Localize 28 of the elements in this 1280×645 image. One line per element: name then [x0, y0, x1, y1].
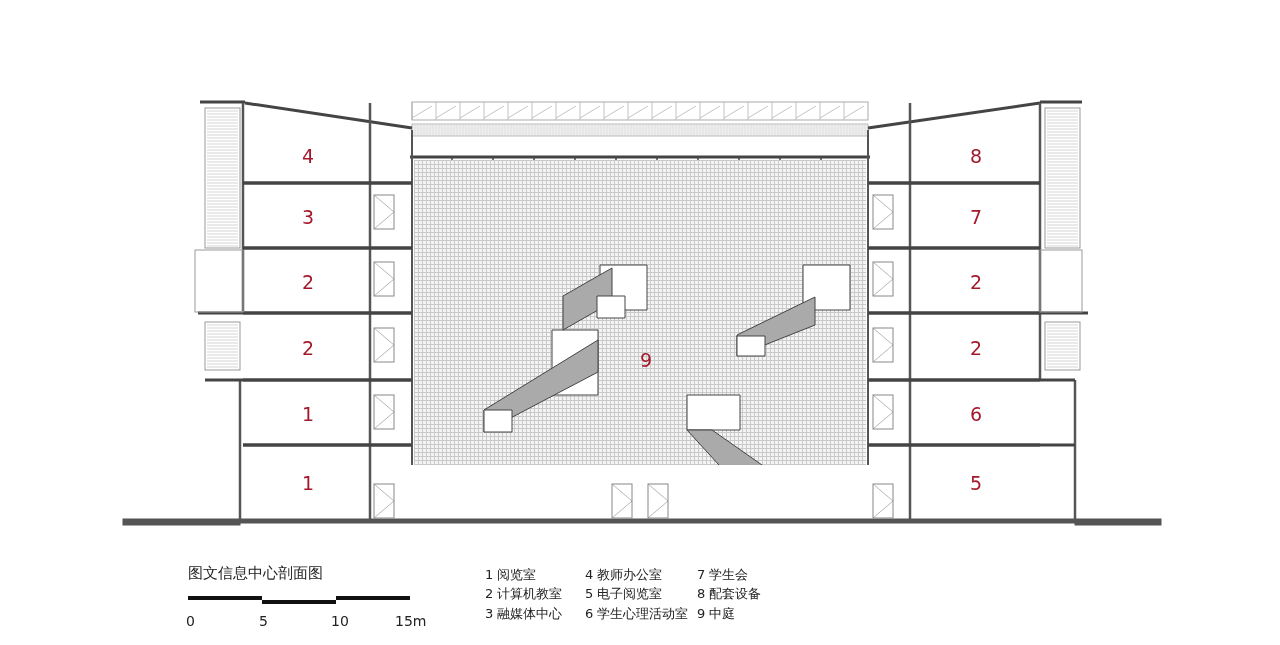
scale-number: 0: [186, 614, 195, 628]
key-entry: 9 中庭: [697, 607, 736, 620]
key-entry: 8 配套设备: [697, 587, 762, 600]
key-entry: 2 计算机教室: [485, 587, 563, 600]
key-entry: 3 融媒体中心: [485, 607, 563, 620]
room-number: 7: [969, 207, 983, 227]
key-entry: 4 教师办公室: [585, 568, 663, 581]
room-number: 2: [301, 272, 315, 292]
scale-number: 5: [259, 614, 268, 628]
room-number: 1: [301, 404, 315, 424]
scale-number: 10: [331, 614, 349, 628]
room-number: 2: [969, 338, 983, 358]
room-number: 1: [301, 474, 315, 493]
atrium-facade: [414, 160, 866, 465]
room-number: 9: [640, 351, 653, 370]
room-number: 3: [301, 207, 315, 227]
scale-number: 15m: [395, 614, 427, 628]
key-entry: 6 学生心理活动室: [585, 607, 689, 620]
room-number: 2: [301, 338, 315, 358]
key-entry: 1 阅览室: [485, 568, 537, 581]
key-entry: 7 学生会: [697, 568, 749, 581]
room-number: 5: [969, 474, 983, 493]
room-number: 6: [969, 404, 983, 424]
key-entry: 5 电子阅览室: [585, 587, 663, 600]
room-number: 4: [301, 147, 315, 166]
drawing-title: 图文信息中心剖面图: [188, 566, 323, 581]
room-number: 8: [969, 147, 983, 166]
room-number: 2: [969, 272, 983, 292]
